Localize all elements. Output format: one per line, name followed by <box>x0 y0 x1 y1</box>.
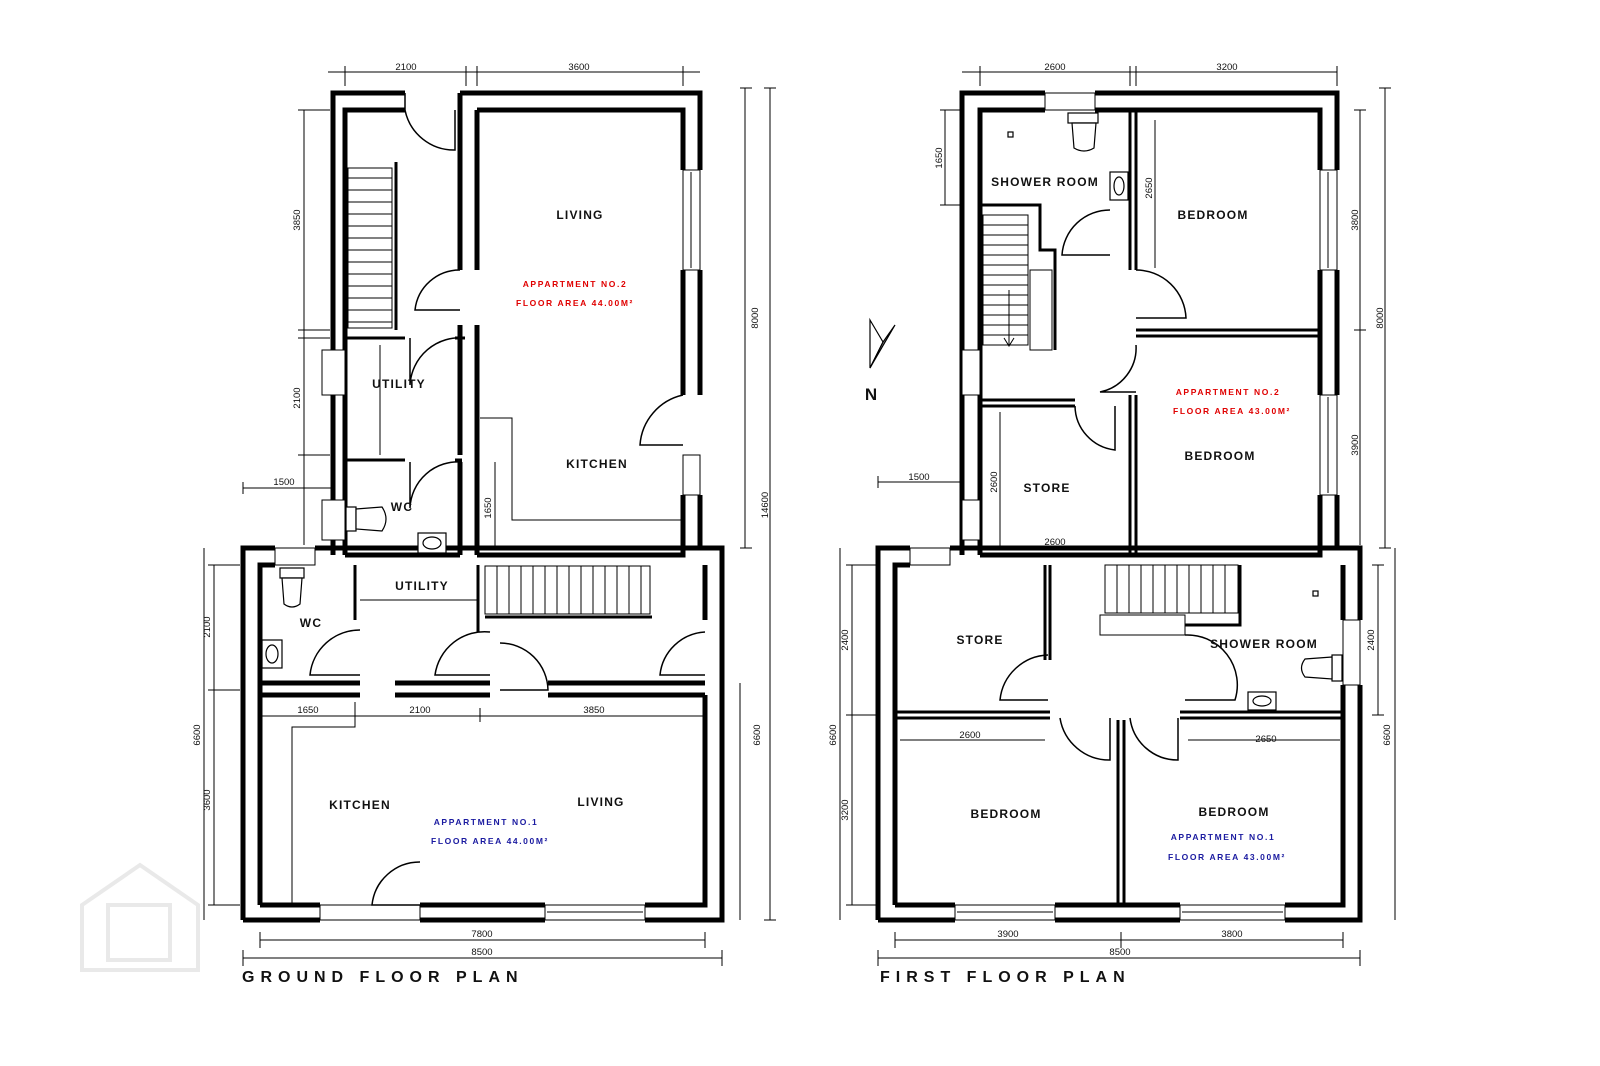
apartment-name: APPARTMENT NO.2 <box>1176 387 1281 397</box>
room-label-bedroom: BEDROOM <box>970 807 1041 821</box>
staircase <box>1099 564 1239 636</box>
room-label-wc: WC <box>300 616 322 630</box>
room-label-utility: UTILITY <box>395 579 449 593</box>
toilet-icon <box>1067 112 1099 152</box>
toilet-icon <box>345 506 387 532</box>
dimension-label: 2100 <box>409 705 430 716</box>
dimension-label: 2600 <box>959 730 980 741</box>
dimension-label: 6600 <box>1382 724 1393 745</box>
window <box>909 547 951 566</box>
toilet-icon <box>279 567 305 608</box>
dimension-label: 1500 <box>908 472 929 483</box>
north-label: N <box>865 385 877 404</box>
dimension-label: 1500 <box>273 477 294 488</box>
toilet-icon <box>1300 654 1343 682</box>
window <box>961 349 981 396</box>
room-label-bedroom: BEDROOM <box>1184 449 1255 463</box>
dimension-label: 6600 <box>192 724 203 745</box>
dimension-label: 2100 <box>395 62 416 73</box>
dimension-label: 1650 <box>483 497 494 518</box>
dimension-label: 2100 <box>202 616 213 637</box>
room-label-shower-room: SHOWER ROOM <box>1210 637 1318 651</box>
window <box>321 499 346 541</box>
dimension-label: 2100 <box>292 387 303 408</box>
dimension-label: 3900 <box>997 929 1018 940</box>
dimension-label: 8000 <box>750 307 761 328</box>
dimension-label: 1650 <box>934 147 945 168</box>
window <box>274 547 316 566</box>
dimension-label: 3800 <box>1350 209 1361 230</box>
window <box>961 499 981 541</box>
window <box>1342 619 1361 686</box>
dimension-label: 2600 <box>1044 62 1065 73</box>
sink-icon <box>1109 171 1129 201</box>
dimension-label: 2400 <box>840 629 851 650</box>
room-label-bedroom: BEDROOM <box>1198 805 1269 819</box>
dimension-label: 8500 <box>1109 947 1130 958</box>
plan-title: GROUND FLOOR PLAN <box>242 969 524 986</box>
apartment-name: APPARTMENT NO.1 <box>434 817 539 827</box>
room-label-wc: WC <box>391 500 413 514</box>
dimension-label: 2600 <box>1044 537 1065 548</box>
window <box>319 904 421 921</box>
dimension-label: 3200 <box>1216 62 1237 73</box>
room-label-kitchen: KITCHEN <box>329 798 391 812</box>
dimension-label: 2650 <box>1144 177 1155 198</box>
dimension-label: 6600 <box>752 724 763 745</box>
dimension-label: 6600 <box>828 724 839 745</box>
sink-icon <box>261 639 283 669</box>
dimension-label: 3600 <box>568 62 589 73</box>
room-label-bedroom: BEDROOM <box>1177 208 1248 222</box>
room-label-shower-room: SHOWER ROOM <box>991 175 1099 189</box>
window <box>321 349 346 396</box>
dimension-label: 2650 <box>1255 734 1276 745</box>
sink-icon <box>1247 691 1277 711</box>
sink-icon <box>417 532 447 554</box>
window <box>1044 92 1096 111</box>
floor-area: FLOOR AREA 44.00M² <box>516 298 634 308</box>
room-label-store: STORE <box>1023 481 1070 495</box>
dimension-label: 14600 <box>760 492 771 518</box>
dimension-label: 1650 <box>297 705 318 716</box>
dimension-label: 3850 <box>583 705 604 716</box>
north-arrow-icon <box>869 317 896 369</box>
room-label-utility: UTILITY <box>372 377 426 391</box>
dimension-label: 8500 <box>471 947 492 958</box>
floor-area: FLOOR AREA 43.00M² <box>1168 852 1286 862</box>
dimension-label: 3200 <box>840 799 851 820</box>
floor-area: FLOOR AREA 43.00M² <box>1173 406 1291 416</box>
dimension-label: 7800 <box>471 929 492 940</box>
dimension-label: 3850 <box>292 209 303 230</box>
first-floor-plan: N <box>828 62 1396 986</box>
room-label-store: STORE <box>956 633 1003 647</box>
dimension-label: 8000 <box>1375 307 1386 328</box>
apartment-name: APPARTMENT NO.1 <box>1171 832 1276 842</box>
dimension-lines <box>203 66 776 966</box>
room-label-living: LIVING <box>577 795 624 809</box>
ground-floor-plan: 2100 3600 3850 2100 1500 1650 8000 14600… <box>192 62 776 986</box>
staircase <box>982 214 1053 351</box>
room-label-living: LIVING <box>556 208 603 222</box>
floor-area: FLOOR AREA 44.00M² <box>431 836 549 846</box>
apartment-name: APPARTMENT NO.2 <box>523 279 628 289</box>
watermark-logo <box>80 862 200 972</box>
plan-title: FIRST FLOOR PLAN <box>880 969 1131 986</box>
dimension-label: 2400 <box>1366 629 1377 650</box>
staircase <box>484 565 652 619</box>
room-label-kitchen: KITCHEN <box>566 457 628 471</box>
dimension-label: 3600 <box>202 789 213 810</box>
dimension-label: 3800 <box>1221 929 1242 940</box>
dimension-label: 3900 <box>1350 434 1361 455</box>
staircase <box>347 162 398 330</box>
dimension-lines <box>839 66 1396 966</box>
dimension-label: 2600 <box>989 471 1000 492</box>
window <box>682 454 701 496</box>
